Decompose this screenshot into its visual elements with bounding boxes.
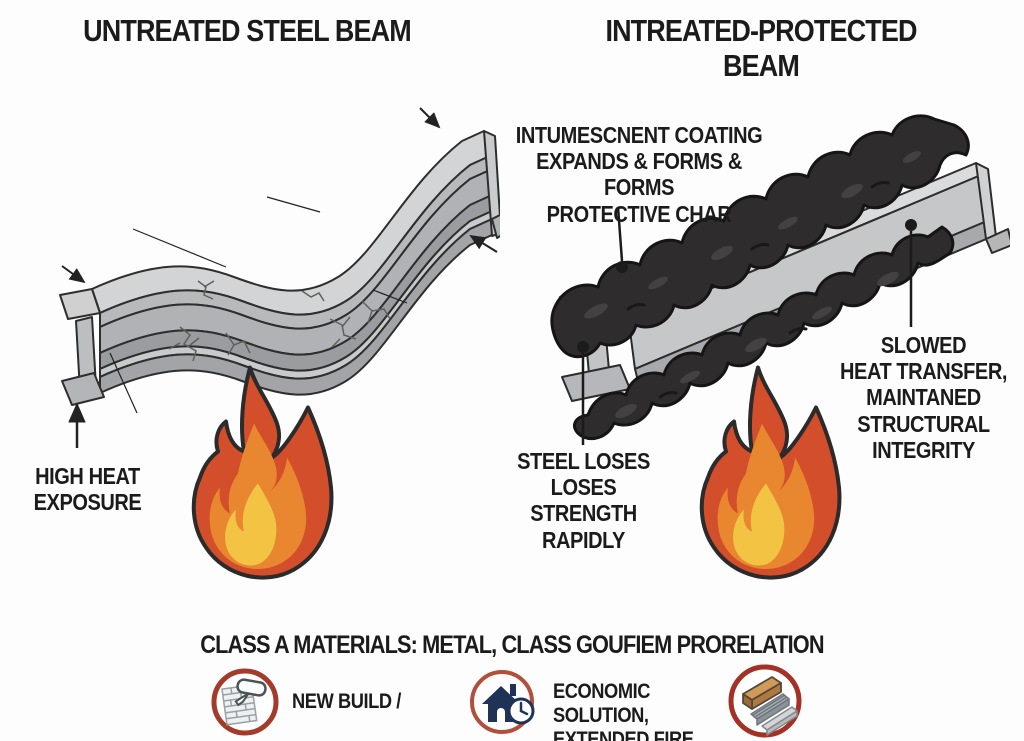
- intumescent-char-bottom: [572, 225, 955, 440]
- left-title: UNTREATED STEEL BEAM: [83, 13, 412, 48]
- protected-beam-illustration: [550, 114, 1010, 445]
- slowed-leader-dot: [905, 219, 917, 231]
- intumescent-coating-label: INTUMESCNENT COATING EXPANDS & FORMS & F…: [515, 122, 763, 227]
- steel-loses-leader-dot: [577, 341, 589, 353]
- right-title: INTREATED-PROTECTED BEAM: [605, 13, 917, 84]
- annotation-line: [372, 289, 408, 304]
- fire-icon: [191, 365, 334, 580]
- crack-lines: [168, 280, 391, 362]
- arrow-top-right: [419, 107, 441, 129]
- high-heat-exposure-label: HIGH HEAT EXPOSURE: [33, 463, 142, 516]
- new-build-retrofit-label: NEW BUILD / RETROFIT: [292, 690, 401, 713]
- house-clock-icon: [470, 670, 535, 734]
- economic-solution-label: ECONOMIC SOLUTION, EXTENDED FIRE RATING: [553, 680, 694, 741]
- footer-heading: CLASS A MATERIALS: METAL, CLASS GOUFIEM …: [200, 631, 824, 659]
- steel-bars-icon: [728, 664, 802, 738]
- annotation-line: [109, 352, 138, 414]
- arrow-bottom-right: [469, 234, 498, 253]
- annotation-line: [132, 228, 227, 268]
- slowed-heat-transfer-label: SLOWED HEAT TRANSFER, MAINTANED STRUCTUR…: [840, 332, 1007, 463]
- intumescent-char-top: [550, 114, 970, 359]
- coating-leader-line: [616, 206, 624, 262]
- arrow-left-flange: [61, 265, 86, 284]
- fire-icon: [699, 365, 842, 580]
- annotation-line: [266, 196, 321, 213]
- untreated-beam-illustration: [59, 107, 500, 448]
- steel-loses-label: STEEL LOSES LOSES STRENGTH RAPIDLY: [517, 448, 650, 553]
- paint-roller-wall-icon: [211, 668, 279, 736]
- coating-leader-dot: [616, 261, 628, 273]
